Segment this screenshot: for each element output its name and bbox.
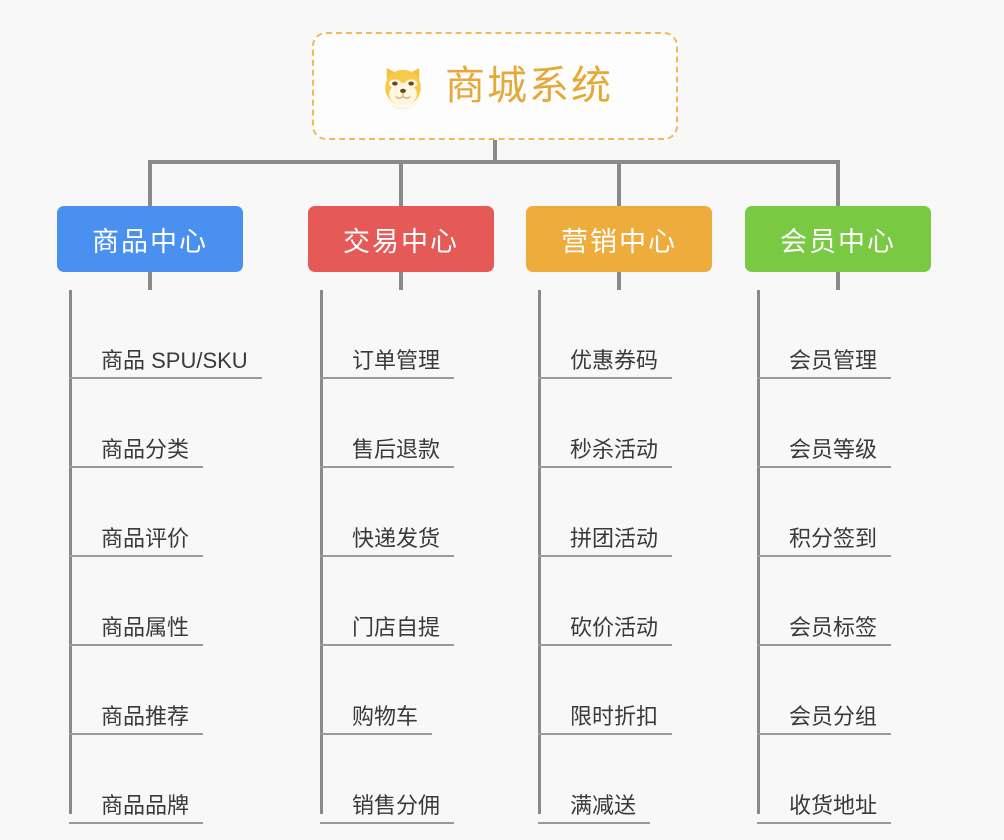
- leaf-item-label: 收货地址: [789, 792, 878, 818]
- leaf-item[interactable]: 限时折扣: [538, 646, 768, 735]
- leaf-item-underline: [69, 644, 204, 646]
- leaf-item[interactable]: 砍价活动: [538, 557, 768, 646]
- leaf-item-underline: [757, 377, 892, 379]
- leaf-item[interactable]: 会员管理: [757, 290, 987, 379]
- connector-drop-0: [148, 160, 152, 206]
- leaf-item-label: 门店自提: [352, 614, 441, 640]
- leaf-item-label: 售后退款: [352, 436, 441, 462]
- leaf-item-underline: [538, 733, 673, 735]
- leaf-item-label: 限时折扣: [570, 703, 659, 729]
- leaf-item-label: 砍价活动: [570, 614, 659, 640]
- leaf-item[interactable]: 会员等级: [757, 379, 987, 468]
- leaf-item-label: 优惠券码: [570, 347, 659, 373]
- leaf-item-underline: [757, 466, 892, 468]
- leaf-item-label: 会员分组: [789, 703, 878, 729]
- leaf-spine-3: [757, 290, 760, 814]
- leaf-item-underline: [538, 555, 673, 557]
- leaf-item[interactable]: 订单管理: [320, 290, 550, 379]
- connector-category-stub-3: [836, 272, 840, 290]
- connector-drop-2: [617, 160, 621, 206]
- leaf-item-underline: [538, 644, 673, 646]
- leaf-item-label: 商品属性: [101, 614, 190, 640]
- connector-category-stub-2: [617, 272, 621, 290]
- leaf-item[interactable]: 积分签到: [757, 468, 987, 557]
- leaf-item-underline: [69, 466, 204, 468]
- leaf-item[interactable]: 快递发货: [320, 468, 550, 557]
- leaf-item-underline: [320, 466, 455, 468]
- leaf-item[interactable]: 商品推荐: [69, 646, 299, 735]
- leaf-item-label: 满减送: [570, 792, 637, 818]
- leaf-item-underline: [69, 377, 262, 379]
- root-node[interactable]: 商城系统: [312, 32, 678, 140]
- leaf-column-0: 商品 SPU/SKU 商品分类 商品评价 商品属性 商品推荐 商品品牌: [69, 290, 299, 824]
- leaf-item[interactable]: 门店自提: [320, 557, 550, 646]
- leaf-item-underline: [69, 733, 204, 735]
- leaf-item[interactable]: 会员标签: [757, 557, 987, 646]
- leaf-item-label: 商品评价: [101, 525, 190, 551]
- leaf-item-underline: [320, 733, 433, 735]
- leaf-item-underline: [320, 377, 455, 379]
- connector-horizontal-bar: [148, 160, 840, 164]
- leaf-item-label: 商品品牌: [101, 792, 190, 818]
- leaf-item[interactable]: 会员分组: [757, 646, 987, 735]
- leaf-column-2: 优惠券码 秒杀活动 拼团活动 砍价活动 限时折扣 满减送: [538, 290, 768, 824]
- leaf-item-label: 会员标签: [789, 614, 878, 640]
- leaf-item-underline: [757, 822, 892, 824]
- connector-drop-3: [836, 160, 840, 206]
- leaf-item[interactable]: 满减送: [538, 735, 768, 824]
- category-node-0[interactable]: 商品中心: [57, 206, 243, 272]
- leaf-spine-0: [69, 290, 72, 814]
- connector-category-stub-0: [148, 272, 152, 290]
- leaf-spine-2: [538, 290, 541, 814]
- leaf-item[interactable]: 收货地址: [757, 735, 987, 824]
- category-node-1[interactable]: 交易中心: [308, 206, 494, 272]
- leaf-item[interactable]: 销售分佣: [320, 735, 550, 824]
- leaf-item-underline: [538, 822, 651, 824]
- leaf-item[interactable]: 拼团活动: [538, 468, 768, 557]
- leaf-item-label: 商品推荐: [101, 703, 190, 729]
- leaf-item-label: 商品分类: [101, 436, 190, 462]
- leaf-item[interactable]: 商品 SPU/SKU: [69, 290, 299, 379]
- leaf-column-1: 订单管理 售后退款 快递发货 门店自提 购物车 销售分佣: [320, 290, 550, 824]
- leaf-item-label: 会员等级: [789, 436, 878, 462]
- dog-face-icon: [377, 60, 429, 112]
- connector-root-stub: [493, 140, 497, 164]
- page-title: 商城系统: [445, 64, 613, 108]
- leaf-item[interactable]: 商品分类: [69, 379, 299, 468]
- leaf-item-underline: [320, 822, 455, 824]
- leaf-item-underline: [320, 644, 455, 646]
- leaf-item[interactable]: 优惠券码: [538, 290, 768, 379]
- leaf-item-label: 拼团活动: [570, 525, 659, 551]
- connector-category-stub-1: [399, 272, 403, 290]
- connector-drop-1: [399, 160, 403, 206]
- leaf-spine-1: [320, 290, 323, 814]
- leaf-item-label: 会员管理: [789, 347, 878, 373]
- leaf-item[interactable]: 商品评价: [69, 468, 299, 557]
- leaf-item[interactable]: 秒杀活动: [538, 379, 768, 468]
- leaf-item-underline: [69, 555, 204, 557]
- leaf-item-underline: [757, 555, 892, 557]
- leaf-item-underline: [757, 733, 892, 735]
- leaf-item-label: 购物车: [352, 703, 419, 729]
- category-node-3[interactable]: 会员中心: [745, 206, 931, 272]
- leaf-item[interactable]: 购物车: [320, 646, 550, 735]
- leaf-item-underline: [69, 822, 204, 824]
- leaf-item-label: 销售分佣: [352, 792, 441, 818]
- leaf-item-label: 积分签到: [789, 525, 878, 551]
- leaf-item[interactable]: 售后退款: [320, 379, 550, 468]
- leaf-item-underline: [538, 377, 673, 379]
- leaf-item-underline: [538, 466, 673, 468]
- category-node-2[interactable]: 营销中心: [526, 206, 712, 272]
- leaf-item[interactable]: 商品品牌: [69, 735, 299, 824]
- leaf-item-label: 快递发货: [352, 525, 441, 551]
- leaf-item-label: 订单管理: [352, 347, 441, 373]
- leaf-item-label: 商品 SPU/SKU: [101, 347, 248, 373]
- leaf-column-3: 会员管理 会员等级 积分签到 会员标签 会员分组 收货地址: [757, 290, 987, 824]
- leaf-item[interactable]: 商品属性: [69, 557, 299, 646]
- leaf-item-underline: [757, 644, 892, 646]
- leaf-item-underline: [320, 555, 455, 557]
- leaf-item-label: 秒杀活动: [570, 436, 659, 462]
